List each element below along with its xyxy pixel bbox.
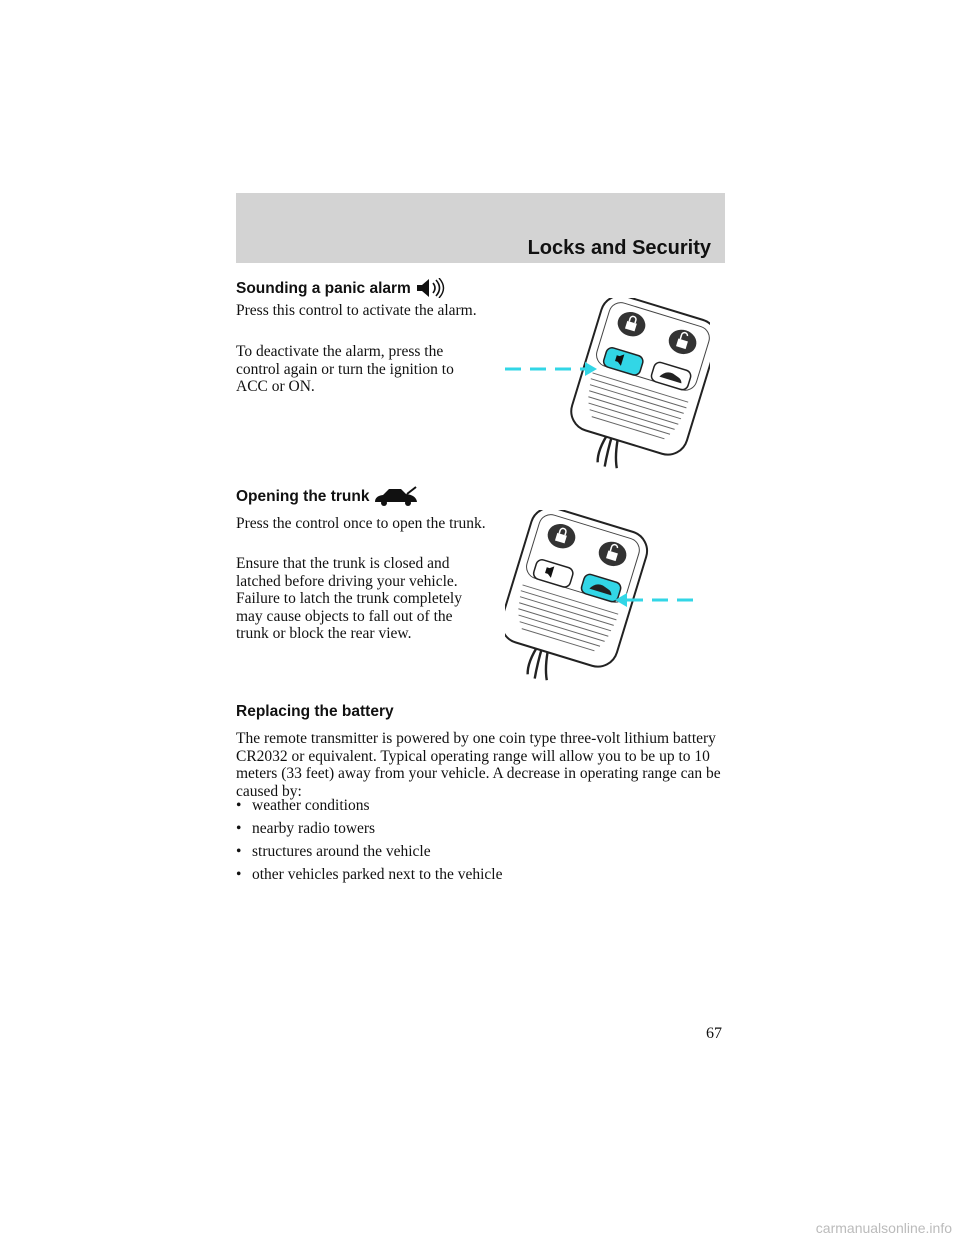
panic-alarm-heading-text: Sounding a panic alarm xyxy=(236,280,411,297)
replacing-battery-paragraph: The remote transmitter is powered by one… xyxy=(236,730,721,800)
section-header-bar: Locks and Security xyxy=(236,193,725,263)
panic-alarm-heading: Sounding a panic alarm xyxy=(236,278,446,298)
replacing-battery-heading: Replacing the battery xyxy=(236,703,394,721)
panic-alarm-paragraph-2: To deactivate the alarm, press the contr… xyxy=(236,343,454,395)
list-item: •other vehicles parked next to the vehic… xyxy=(236,866,503,883)
opening-trunk-heading: Opening the trunk xyxy=(236,486,420,506)
range-factors-list: •weather conditions •nearby radio towers… xyxy=(236,797,502,889)
replacing-battery-heading-text: Replacing the battery xyxy=(236,703,394,720)
opening-trunk-heading-text: Opening the trunk xyxy=(236,488,370,505)
remote-fob-illustration-trunk xyxy=(505,510,701,681)
watermark-link[interactable]: carmanualsonline.info xyxy=(815,1220,952,1236)
panic-alarm-paragraph-1: Press this control to activate the alarm… xyxy=(236,302,477,319)
page-number: 67 xyxy=(706,1025,722,1042)
opening-trunk-paragraph-1: Press the control once to open the trunk… xyxy=(236,515,486,532)
section-title: Locks and Security xyxy=(527,237,711,259)
speaker-icon xyxy=(416,278,445,298)
list-item: •structures around the vehicle xyxy=(236,843,431,860)
list-item: •nearby radio towers xyxy=(236,820,376,837)
remote-fob-illustration-panic xyxy=(505,298,710,469)
car-trunk-icon xyxy=(375,486,418,506)
list-item: •weather conditions xyxy=(236,797,370,814)
opening-trunk-paragraph-2: Ensure that the trunk is closed and latc… xyxy=(236,555,462,642)
